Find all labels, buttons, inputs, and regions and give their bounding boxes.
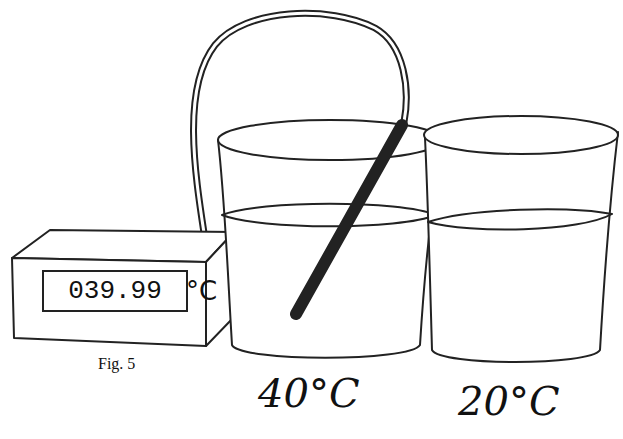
- display-reading: 039.99: [68, 276, 162, 306]
- water-surface: [428, 209, 612, 229]
- water-surface: [222, 204, 436, 227]
- meter-top: [12, 230, 234, 262]
- temperature-label: 40°C: [258, 370, 360, 416]
- unit-label: °C: [186, 276, 217, 306]
- beaker-rim: [424, 116, 618, 154]
- display-window: 039.99: [42, 270, 188, 312]
- meter-front: [12, 258, 206, 346]
- temperature-label: 20°C: [458, 378, 560, 424]
- figure-caption: Fig. 5: [98, 355, 135, 373]
- beaker-rim: [218, 120, 442, 160]
- temperature-probe: [296, 125, 402, 314]
- beaker-body: [425, 132, 618, 362]
